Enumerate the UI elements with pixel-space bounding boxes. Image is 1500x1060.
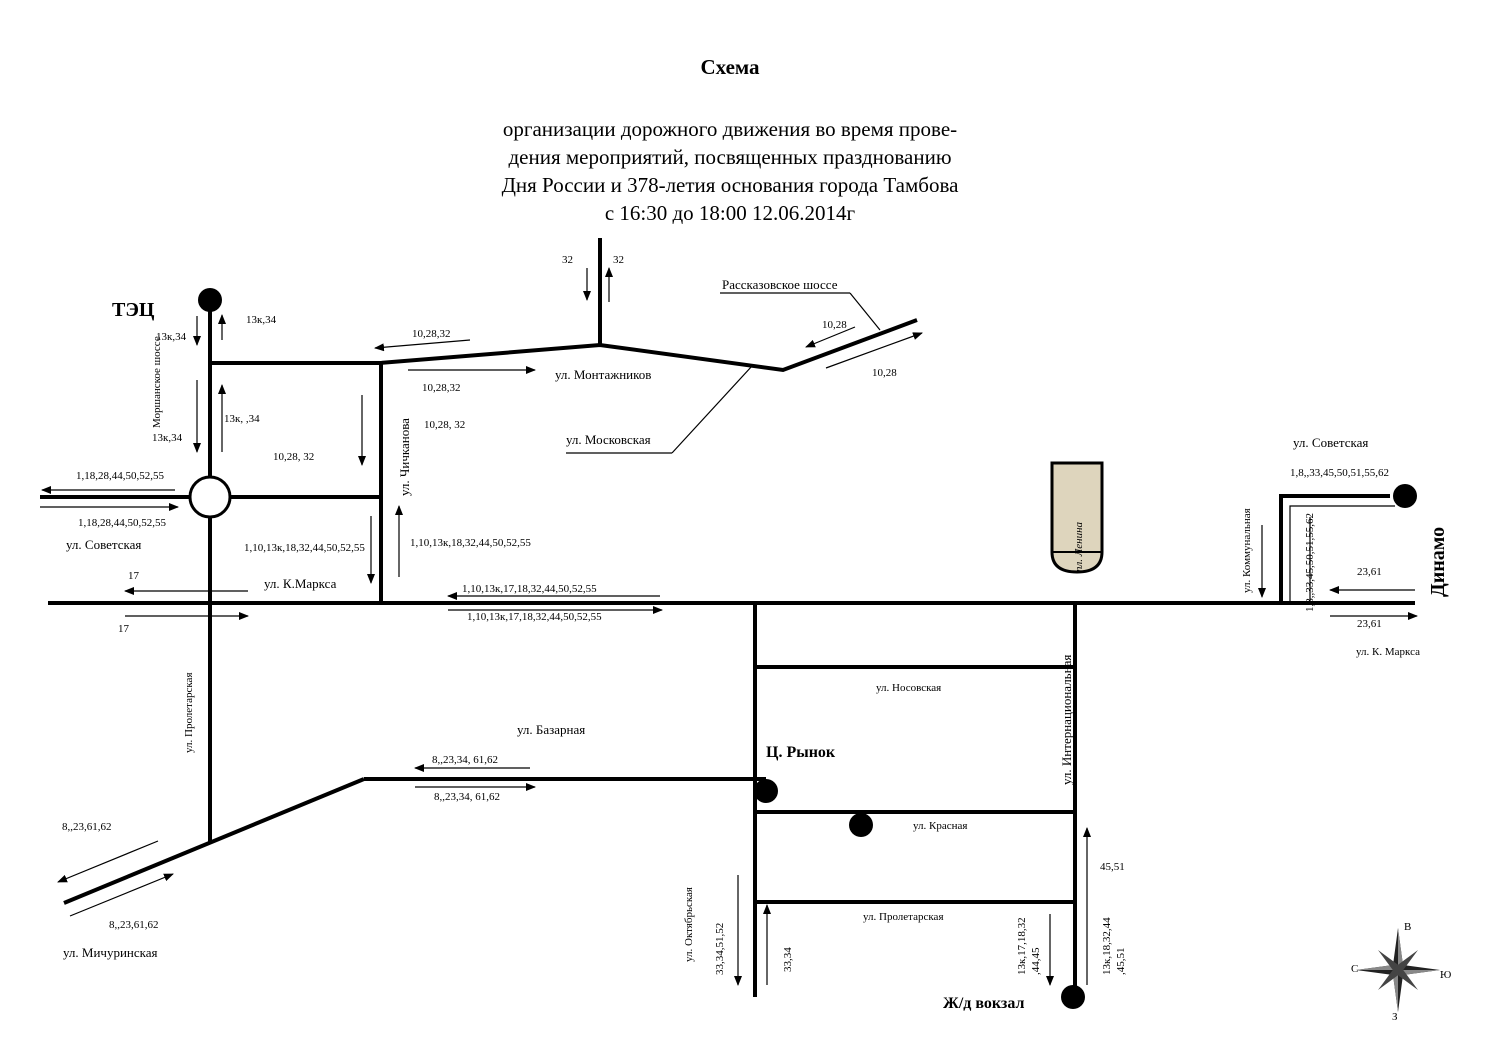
diagram-subtitle: организации дорожного движения во время …: [0, 115, 1460, 227]
subtitle-line: с 16:30 до 18:00 12.06.2014г: [604, 201, 856, 225]
street-krasnaya: ул. Красная: [913, 820, 967, 832]
street-morshanskoe: Моршанское шоссе: [151, 336, 163, 428]
route-label: 1,10,13к,17,18,32,44,50,52,55: [467, 611, 602, 623]
leader-line: [671, 365, 753, 454]
roundabout: [188, 475, 232, 519]
route-label: 23,61: [1357, 566, 1382, 578]
arrow: [57, 840, 159, 883]
dinamo-inner-line: [1289, 505, 1395, 603]
route-label: 1,8,,33,45,50,51,55,62: [1290, 467, 1389, 479]
route-label: 13к,18,32,44: [1101, 917, 1113, 975]
route-label: 17: [118, 623, 130, 635]
road-michurinskaya: [63, 777, 365, 905]
street-sovetskaya-right: ул. Советская: [1293, 435, 1368, 450]
route-label: 23,61: [1357, 618, 1382, 630]
arrow: [805, 326, 856, 348]
street-bazarnaya: ул. Базарная: [517, 722, 585, 737]
route-label: 1,10,13к,18,32,44,50,52,55: [244, 542, 365, 554]
route-label: ,44,45: [1030, 947, 1042, 975]
street-oktyabrskaya: ул. Октябрьская: [683, 887, 695, 962]
route-label: 8,,23,61,62: [109, 919, 159, 931]
street-proletarskaya-v: ул. Пролетарская: [183, 672, 195, 753]
route-label: 8,,23,61,62: [62, 821, 112, 833]
street-labels: ул. Монтажников ул. Московская Рассказов…: [63, 277, 1420, 962]
route-label: 8,,23,34, 61,62: [434, 791, 500, 803]
arrow: [825, 332, 923, 369]
diagram-title: Схема: [700, 55, 760, 79]
street-moskovskaya: ул. Московская: [566, 432, 651, 447]
route-label: 13к,34: [246, 314, 277, 326]
route-label: 13к, ,34: [224, 413, 260, 425]
street-montazhnikov: ул. Монтажников: [555, 367, 651, 382]
route-label: 32: [562, 254, 573, 266]
route-label: 1,18,28,44,50,52,55: [78, 517, 167, 529]
route-label: 10,28, 32: [273, 451, 314, 463]
street-kommunalnaya: ул. Коммунальная: [1241, 508, 1253, 593]
stop-tec-label: ТЭЦ: [112, 299, 155, 321]
leader-line: [849, 292, 881, 331]
lenin-square: пл. Ленина: [1050, 461, 1104, 574]
route-label: 13к,34: [152, 432, 183, 444]
stop-krasnaya-dot: [849, 813, 873, 837]
subtitle-line: Дня России и 378-летия основания города …: [501, 173, 959, 197]
road-kommunalnaya: [1279, 494, 1390, 603]
street-internatsionalnaya: ул. Интернациональная: [1059, 655, 1074, 785]
stop-station-dot: [1061, 985, 1085, 1009]
compass-rose-icon: С В Ю З: [1351, 921, 1451, 1023]
route-label: 1,10,13к,17,18,32,44,50,52,55: [462, 583, 597, 595]
route-label: 10,28, 32: [424, 419, 465, 431]
stop-station-label: Ж/д вокзал: [943, 995, 1024, 1012]
arrow: [69, 873, 174, 917]
street-k-marksa-right: ул. К. Маркса: [1356, 646, 1420, 658]
subtitle-line: организации дорожного движения во время …: [502, 117, 958, 141]
route-label: 32: [613, 254, 624, 266]
route-label: 1,8,,33,45,50,51,55,62: [1304, 513, 1316, 612]
compass-south: Ю: [1440, 969, 1451, 981]
route-label: 13к,17,18,32: [1016, 917, 1028, 975]
street-nosovskaya: ул. Носовская: [876, 682, 941, 694]
route-label: 45,51: [1100, 861, 1125, 873]
route-label: 1,10,13к,18,32,44,50,52,55: [410, 537, 531, 549]
route-label: 10,28: [822, 319, 847, 331]
route-label: ,45,51: [1115, 948, 1127, 976]
compass-west: З: [1392, 1011, 1398, 1023]
street-sovetskaya-left: ул. Советская: [66, 537, 141, 552]
street-chichkanova: ул. Чичканова: [397, 418, 412, 496]
lenin-square-label: пл. Ленина: [1073, 521, 1085, 572]
street-rasskazovskoe: Рассказовское шоссе: [722, 277, 838, 292]
stops: ТЭЦ Динамо Ц. Рынок Ж/д вокзал: [112, 288, 1449, 1012]
stop-market-dot: [754, 779, 778, 803]
street-proletarskaya-h: ул. Пролетарская: [863, 911, 944, 923]
road-montazhnikov-rasskazovskoe: [379, 318, 918, 373]
arrow: [374, 339, 471, 352]
lane-guides: [566, 292, 1395, 603]
route-label: 1,18,28,44,50,52,55: [76, 470, 165, 482]
route-label: 10,28: [872, 367, 897, 379]
street-k-marksa-left: ул. К.Маркса: [264, 576, 337, 591]
street-michurinskaya: ул. Мичуринская: [63, 945, 158, 960]
direction-arrows: [40, 267, 1418, 986]
compass-east: В: [1404, 921, 1411, 933]
stop-tec-dot: [198, 288, 222, 312]
route-label: 33,34: [782, 947, 794, 972]
stop-market-label: Ц. Рынок: [766, 744, 836, 761]
route-labels: 32 32 13к,34 13к,34 13к, ,34 13к,34 10,2…: [62, 254, 1389, 975]
subtitle-line: дения мероприятий, посвященных празднова…: [508, 145, 952, 169]
route-label: 17: [128, 570, 140, 582]
stop-dinamo-label: Динамо: [1427, 527, 1449, 597]
route-label: 10,28,32: [412, 328, 451, 340]
stop-dinamo-dot: [1393, 484, 1417, 508]
route-label: 13к,34: [156, 331, 187, 343]
compass-north: С: [1351, 963, 1358, 975]
route-label: 33,34,51,52: [714, 923, 726, 975]
route-label: 8,,23,34, 61,62: [432, 754, 498, 766]
route-label: 10,28,32: [422, 382, 461, 394]
roads: [40, 238, 1415, 997]
